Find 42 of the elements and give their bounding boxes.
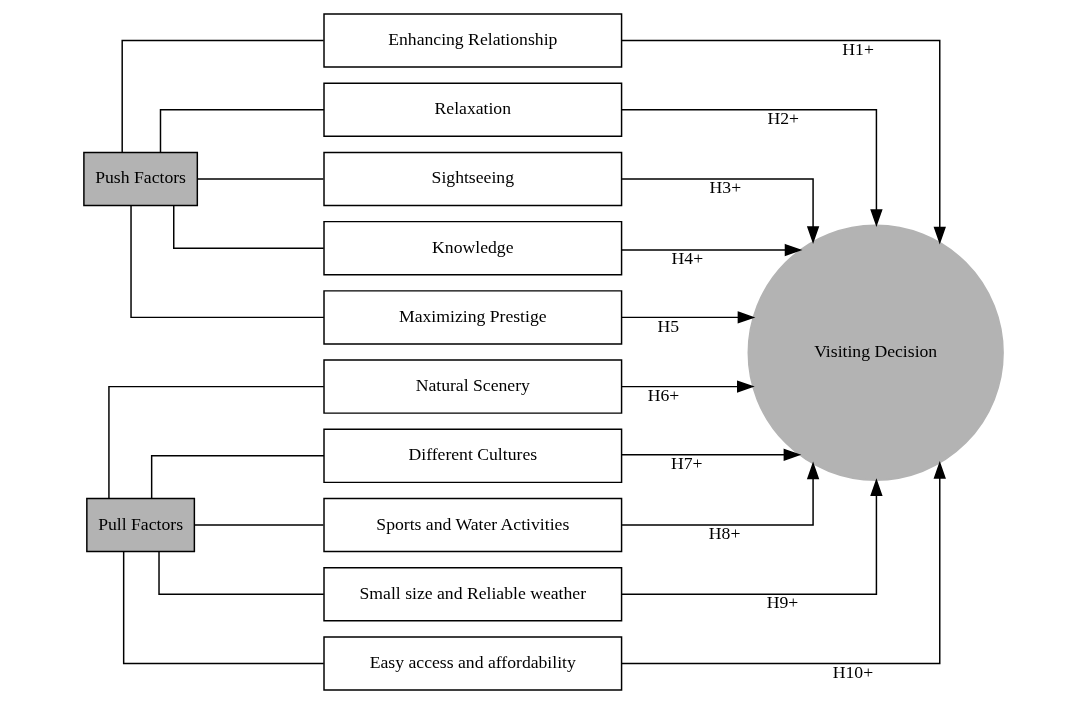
connector xyxy=(121,39,325,153)
connector xyxy=(159,108,325,154)
arrow xyxy=(620,311,756,324)
node-box: Maximizing Prestige xyxy=(323,290,623,345)
edge-label: H7+ xyxy=(671,452,703,473)
arrow xyxy=(620,380,755,393)
arrow xyxy=(621,460,946,665)
connector xyxy=(173,204,325,249)
node-box: Sports and Water Activities xyxy=(323,497,623,553)
node-box: Knowledge xyxy=(323,220,623,276)
arrow xyxy=(621,461,820,526)
node-box: Small size and Reliable weather xyxy=(323,567,623,622)
node-box: Pull Factors xyxy=(86,497,196,553)
connector xyxy=(150,455,325,500)
node-box: Sightseeing xyxy=(323,151,623,207)
edge-label: H6+ xyxy=(647,384,680,405)
connector xyxy=(130,204,325,319)
node-box: Relaxation xyxy=(323,82,623,137)
arrow xyxy=(621,39,946,245)
edge-label: H8+ xyxy=(708,523,741,544)
edge-label: H5 xyxy=(657,315,680,336)
node-box: Natural Scenery xyxy=(323,359,623,414)
node-box: Different Cultures xyxy=(323,428,623,484)
arrow xyxy=(621,108,883,228)
arrow xyxy=(620,448,802,461)
edge-label: H4+ xyxy=(671,248,704,269)
connector xyxy=(108,385,325,500)
arrow xyxy=(621,178,820,244)
arrow xyxy=(620,243,803,257)
arrow xyxy=(621,478,883,596)
node-box: Push Factors xyxy=(83,151,199,207)
connector xyxy=(158,550,325,596)
connector xyxy=(193,524,325,526)
node-box: Enhancing Relationship xyxy=(323,13,623,68)
edge-label: H1+ xyxy=(842,38,874,59)
edge-label: H2+ xyxy=(767,107,799,128)
edge-label: H9+ xyxy=(766,592,799,613)
connector xyxy=(196,178,325,180)
edge-label: H3+ xyxy=(709,177,742,198)
edge-label: H10+ xyxy=(832,661,874,682)
node-box: Easy access and affordability xyxy=(323,636,623,691)
connector xyxy=(122,551,325,665)
